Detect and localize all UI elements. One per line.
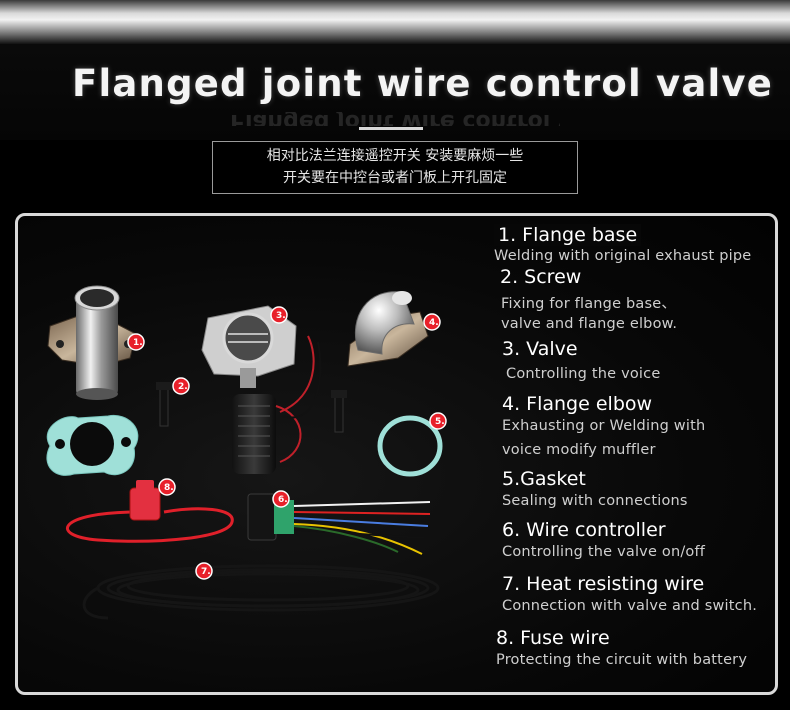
heat-resisting-wire-icon — [82, 564, 440, 620]
flange-base-icon — [47, 285, 137, 400]
legend-desc-4b: voice modify muffler — [502, 442, 656, 458]
legend-title-6: 6. Wire controller — [502, 519, 666, 541]
gasket-icon — [46, 414, 443, 477]
wire-controller-icon — [247, 493, 431, 555]
legend-title-3: 3. Valve — [502, 338, 578, 360]
legend-desc-8: Protecting the circuit with battery — [496, 652, 748, 668]
legend-title-2: 2. Screw — [500, 266, 582, 288]
header-band — [0, 44, 790, 140]
legend-desc-2a: Fixing for flange base、 — [501, 296, 677, 312]
subtitle-line-2: 开关要在中控台或者门板上开孔固定 — [283, 170, 507, 186]
legend-desc-3: Controlling the voice — [506, 366, 661, 382]
title-underline — [359, 127, 423, 130]
legend-title-8: 8. Fuse wire — [496, 627, 610, 649]
legend-desc-1: Welding with original exhaust pipe — [494, 248, 752, 264]
legend-title-4: 4. Flange elbow — [502, 393, 653, 415]
legend-desc-2b: valve and flange elbow. — [501, 316, 678, 332]
legend-desc-4a: Exhausting or Welding with — [502, 418, 706, 434]
legend-title-1: 1. Flange base — [494, 224, 642, 246]
fuse-wire-icon — [66, 480, 234, 543]
product-photo — [46, 285, 443, 620]
legend-desc-5: Sealing with connections — [502, 493, 688, 509]
legend-title-5: 5.Gasket — [502, 468, 586, 490]
subtitle-line-1: 相对比法兰连接遥控开关 安装要麻烦一些 — [266, 148, 524, 164]
subtitle-box: 相对比法兰连接遥控开关 安装要麻烦一些 开关要在中控台或者门板上开孔固定 — [212, 141, 578, 194]
screw-icon — [156, 382, 347, 433]
valve-icon — [201, 305, 322, 474]
flange-elbow-icon — [347, 291, 429, 367]
top-metal-bar — [0, 0, 790, 44]
title-reflection-text: Flanged joint wire control valve — [230, 112, 560, 126]
page-title: Flanged joint wire control valve — [72, 62, 773, 105]
legend-desc-6: Controlling the valve on/off — [502, 544, 706, 560]
title-reflection: Flanged joint wire control valve — [230, 112, 560, 126]
legend-title-7: 7. Heat resisting wire — [502, 573, 705, 595]
legend-desc-7: Connection with valve and switch. — [502, 598, 758, 614]
